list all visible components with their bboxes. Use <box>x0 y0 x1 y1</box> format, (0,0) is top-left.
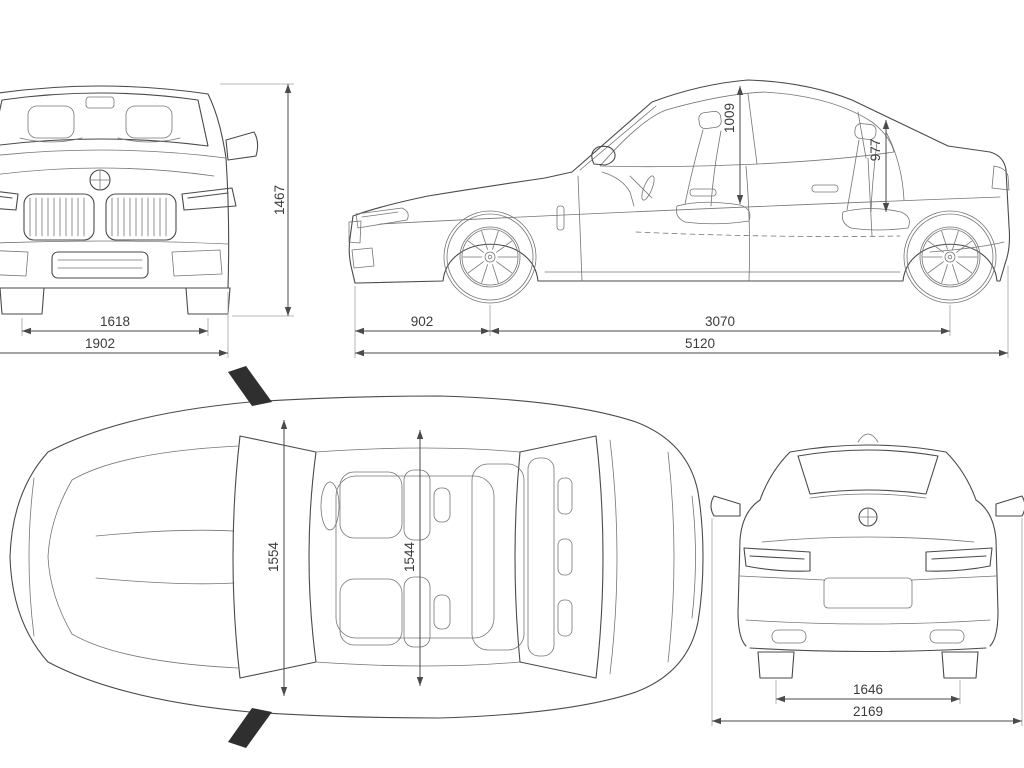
side-mirror <box>591 145 616 166</box>
front-dimensions: 1467 1618 1902 <box>0 83 294 358</box>
license-plate-recess <box>823 577 913 609</box>
rear-headrest-2 <box>557 538 573 576</box>
exhaust-left <box>771 629 807 644</box>
top-trunk-lines <box>609 439 696 675</box>
top-body-outline <box>9 395 704 719</box>
front-windshield <box>0 92 209 147</box>
front-side-mirrors <box>225 131 259 161</box>
rear-dimensions: 1646 2169 <box>711 518 1023 726</box>
front-headrest-left <box>27 105 75 139</box>
side-dimensions: 1009 977 902 3070 5120 <box>354 86 1009 358</box>
top-dimensions: 1554 1544 <box>266 420 424 696</box>
top-hood-lines <box>28 445 239 669</box>
top-windshield <box>232 435 317 679</box>
front-seat-headrest <box>698 110 722 130</box>
front-track-dim-label: 1618 <box>100 314 130 329</box>
rear-wheel <box>903 210 997 304</box>
rear-view: 1646 2169 <box>710 433 1024 726</box>
rear-trunk-lines <box>761 493 975 543</box>
length-dim-label: 5120 <box>685 336 715 351</box>
top-mirror-left <box>228 366 272 406</box>
roundel-cross <box>89 169 111 191</box>
seat-cushion-passenger <box>339 578 403 646</box>
front-center-intake <box>51 251 149 279</box>
rear-interior-width-dim-label: 1544 <box>402 541 417 572</box>
door-handle-rear <box>811 184 839 193</box>
kidney-grille <box>23 193 177 241</box>
exhaust-right <box>929 629 965 644</box>
rear-seat-profile <box>841 131 910 231</box>
rear-track-dim-label: 1646 <box>853 682 883 697</box>
interior-mirror <box>85 96 115 109</box>
side-character-lines <box>379 196 1005 273</box>
rear-bench-cushion <box>471 463 525 651</box>
sunroof <box>335 475 495 639</box>
side-body-outline <box>348 79 1011 284</box>
rear-side-mirrors <box>710 495 1024 517</box>
front-body-outline <box>0 85 230 289</box>
side-door-seams <box>577 157 873 282</box>
rear-headrest-3 <box>557 599 573 637</box>
bmw-roundel-front <box>89 169 111 191</box>
rear-body-outline <box>737 444 999 653</box>
floor-line <box>635 231 901 237</box>
front-seat-shoulders <box>19 137 181 143</box>
rear-bench-back <box>527 457 555 657</box>
roundel-cross <box>858 507 878 527</box>
seat-cushion-driver <box>339 471 403 539</box>
rear-taillights <box>743 547 993 572</box>
front-overhang-dim-label: 902 <box>411 314 434 329</box>
front-height-dim-label: 1467 <box>272 185 287 215</box>
grille-slats <box>29 197 167 237</box>
seat-headrest-driver <box>433 487 451 523</box>
top-roof-sides <box>315 447 521 667</box>
top-rear-window <box>514 435 604 679</box>
front-hood-creases <box>0 149 227 177</box>
rear-extension-lines <box>711 518 1023 726</box>
side-interior <box>601 110 910 237</box>
grille-right <box>105 193 177 241</box>
rear-bumper-lines <box>739 575 997 625</box>
front-view: 1467 1618 1902 <box>0 83 294 358</box>
bmw-roundel-rear <box>858 507 878 527</box>
side-glass <box>579 91 895 171</box>
side-lights <box>355 165 1010 229</box>
grille-left <box>23 193 95 241</box>
rear-wheels <box>757 651 979 679</box>
front-headroom-dim-label: 1009 <box>722 103 737 133</box>
front-extension-lines <box>21 83 294 358</box>
steering-wheel-top <box>320 481 340 531</box>
side-extension-lines <box>354 266 1009 358</box>
dashboard-line <box>601 171 653 207</box>
air-breather-vent <box>556 205 565 231</box>
front-interior-width-dim-label: 1554 <box>266 541 281 572</box>
seat-headrest-passenger <box>433 594 451 630</box>
antenna-fin <box>857 433 879 443</box>
front-width-dim-label: 1902 <box>85 336 115 351</box>
mirror-width-dim-label: 2169 <box>853 704 883 719</box>
seat-back-passenger <box>403 576 431 648</box>
rear-seat-headrest <box>854 123 877 140</box>
steering-wheel-side <box>641 175 655 201</box>
side-front-face-details <box>348 220 375 269</box>
rear-headrest-1 <box>557 477 573 515</box>
front-wheels <box>0 287 231 315</box>
seat-back-driver <box>403 469 431 541</box>
front-wheel <box>443 210 537 304</box>
rear-headroom-dim-label: 977 <box>868 139 883 162</box>
front-bumper-details <box>0 240 229 277</box>
front-headlights <box>0 187 237 211</box>
rear-window <box>797 449 939 495</box>
door-handle-front <box>689 188 717 197</box>
top-mirror-right <box>228 708 272 748</box>
top-view: 1554 1544 <box>9 366 704 748</box>
front-seat-profile <box>675 129 751 225</box>
side-view: 1009 977 902 3070 5120 <box>348 79 1011 358</box>
top-seats <box>320 457 573 657</box>
wheelbase-dim-label: 3070 <box>705 314 735 329</box>
front-headrest-right <box>125 105 173 139</box>
